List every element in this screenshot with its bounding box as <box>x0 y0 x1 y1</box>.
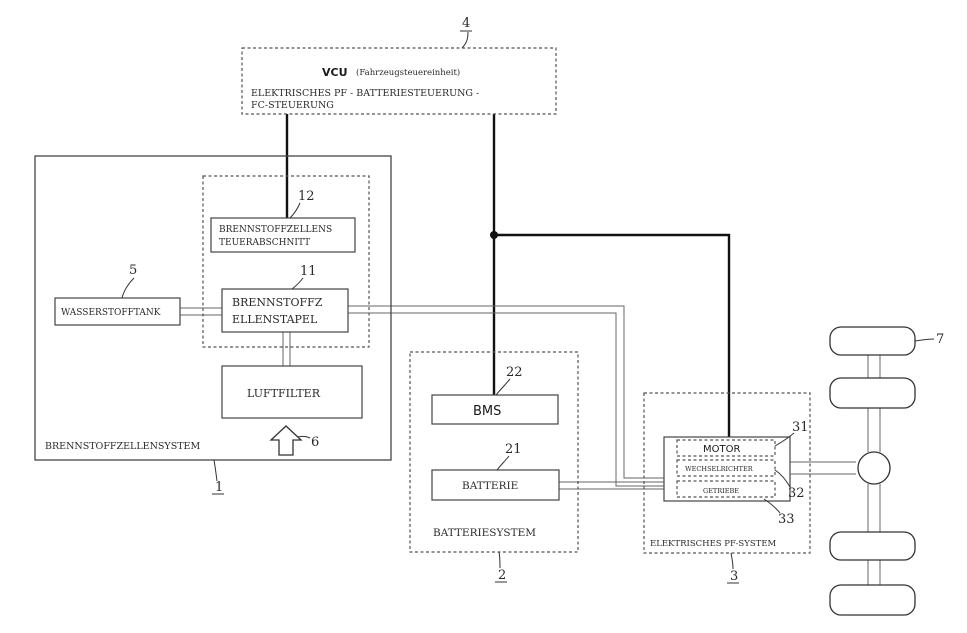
vcu-ref: 4 <box>462 16 470 31</box>
air-inlet-leader <box>298 436 310 438</box>
inverter-ref: 32 <box>788 486 805 501</box>
battery-leader <box>497 456 509 470</box>
fc-system-label: BRENNSTOFFZELLENSYSTEM <box>45 441 200 452</box>
wheel-rear-right <box>830 585 915 615</box>
hydrogen-tank-label: WASSERSTOFFTANK <box>61 308 161 318</box>
battery-ref: 21 <box>505 442 522 457</box>
battery-system-ref-leader <box>499 552 500 568</box>
powertrain-system: MOTOR 31 WECHSELRICHTER 32 GETRIEBE 33 E… <box>644 393 810 584</box>
wheel-front-left <box>830 327 915 355</box>
fc-stack-line1: BRENNSTOFFZ <box>232 296 323 309</box>
bms-leader <box>496 379 510 395</box>
vcu-line1: ELEKTRISCHES PF - BATTERIESTEUERUNG - <box>251 88 479 99</box>
powertrain-ref-leader <box>731 553 733 569</box>
inverter-label: WECHSELRICHTER <box>685 465 754 473</box>
vcu-ref-leader <box>462 32 468 48</box>
motor-ref: 31 <box>792 420 809 435</box>
fuel-cell-system: BRENNSTOFFZELLENS TEUERABSCHNITT 12 BREN… <box>35 156 391 495</box>
powertrain-label: ELEKTRISCHES PF-SYSTEM <box>650 539 777 549</box>
fc-stack-ref: 11 <box>300 264 317 279</box>
battery-label: BATTERIE <box>462 480 518 492</box>
fc-control-unit-line2: TEUERABSCHNITT <box>219 238 310 248</box>
bms-label: BMS <box>473 404 501 419</box>
fc-system-ref-leader <box>214 460 217 481</box>
battery-system-ref: 2 <box>498 568 506 583</box>
wheels-ref: 7 <box>936 332 944 347</box>
wheel-assembly: 7 <box>790 327 944 615</box>
fc-system-ref: 1 <box>215 480 223 495</box>
differential <box>858 452 890 484</box>
fc-stack-leader <box>292 278 303 289</box>
fc-control-unit-ref: 12 <box>298 189 315 204</box>
vcu-title-sub: (Fahrzeugsteuereinheit) <box>356 67 460 78</box>
hydrogen-tank-ref: 5 <box>129 263 137 278</box>
vcu-title: VCU <box>322 66 348 79</box>
air-inlet-ref: 6 <box>311 435 319 450</box>
gearbox-ref: 33 <box>778 512 795 527</box>
air-inlet-arrow <box>271 426 301 455</box>
wheel-rear-left <box>830 532 915 560</box>
wheels-leader <box>915 339 934 341</box>
wheel-front-right <box>830 378 915 408</box>
air-filter-label: LUFTFILTER <box>247 387 321 400</box>
bms-ref: 22 <box>506 365 523 380</box>
battery-system-label: BATTERIESYSTEM <box>433 527 536 539</box>
motor-label: MOTOR <box>703 444 740 455</box>
powertrain-ref: 3 <box>730 569 738 584</box>
hydrogen-tank-leader <box>122 278 134 298</box>
fc-control-unit-leader <box>290 203 300 218</box>
vcu-block: VCU (Fahrzeugsteuereinheit) ELEKTRISCHES… <box>242 16 556 114</box>
vcu-line2: FC-STEUERUNG <box>251 100 334 111</box>
fc-control-unit-line1: BRENNSTOFFZELLENS <box>219 225 332 235</box>
wire-junction-dot <box>490 231 498 239</box>
fc-stack-line2: ELLENSTAPEL <box>232 313 318 326</box>
gearbox-label: GETRIEBE <box>703 487 739 495</box>
